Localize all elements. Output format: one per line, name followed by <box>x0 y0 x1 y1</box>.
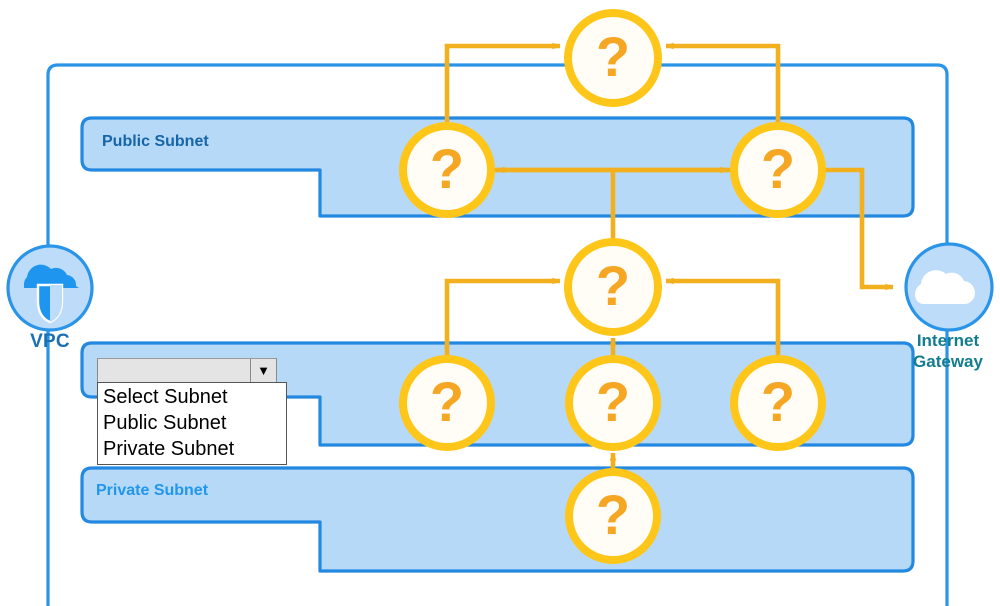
connector-public-right-to-top <box>665 42 781 126</box>
subnet-option-private-subnet[interactable]: Private Subnet <box>103 438 235 460</box>
subnet-select-box[interactable]: ▼ <box>97 358 277 383</box>
svg-text:?: ? <box>596 370 630 433</box>
node-private-center[interactable]: ? <box>565 468 661 564</box>
vpc-boundary <box>46 63 949 606</box>
question-nodes: ? ? ? ? ? ? ? <box>399 9 826 564</box>
node-mid-right[interactable]: ? <box>730 355 826 451</box>
svg-text:?: ? <box>761 137 795 200</box>
svg-text:?: ? <box>596 254 630 317</box>
node-public-left[interactable]: ? <box>399 122 495 218</box>
svg-text:?: ? <box>596 25 630 88</box>
subnet-select-dropdown[interactable]: ▼ Select Subnet Public Subnet Private Su… <box>97 358 287 465</box>
chevron-down-icon[interactable]: ▼ <box>250 359 276 382</box>
node-mid-center[interactable]: ? <box>565 355 661 451</box>
subnet-option-list[interactable]: Select Subnet Public Subnet Private Subn… <box>97 382 287 465</box>
svg-text:?: ? <box>761 370 795 433</box>
connector-mid-right-to-center <box>665 277 781 359</box>
svg-text:?: ? <box>596 483 630 546</box>
internet-gateway-icon <box>904 242 994 332</box>
node-mid-center-top[interactable]: ? <box>564 238 662 336</box>
node-public-right[interactable]: ? <box>730 122 826 218</box>
node-mid-left[interactable]: ? <box>399 355 495 451</box>
svg-text:?: ? <box>430 370 464 433</box>
connector-public-to-internet-gateway <box>822 167 894 291</box>
subnet-option-public-subnet[interactable]: Public Subnet <box>103 412 227 434</box>
connector-public-left-to-top <box>444 42 561 126</box>
private-subnet-box <box>80 466 915 573</box>
vpc-icon <box>6 244 94 332</box>
svg-text:?: ? <box>430 137 464 200</box>
subnet-select-value[interactable] <box>98 359 250 382</box>
connector-mid-left-to-center <box>444 277 561 359</box>
middle-subnet-box <box>80 341 915 447</box>
node-top[interactable]: ? <box>564 9 662 107</box>
subnet-option-select-subnet[interactable]: Select Subnet <box>103 386 228 408</box>
